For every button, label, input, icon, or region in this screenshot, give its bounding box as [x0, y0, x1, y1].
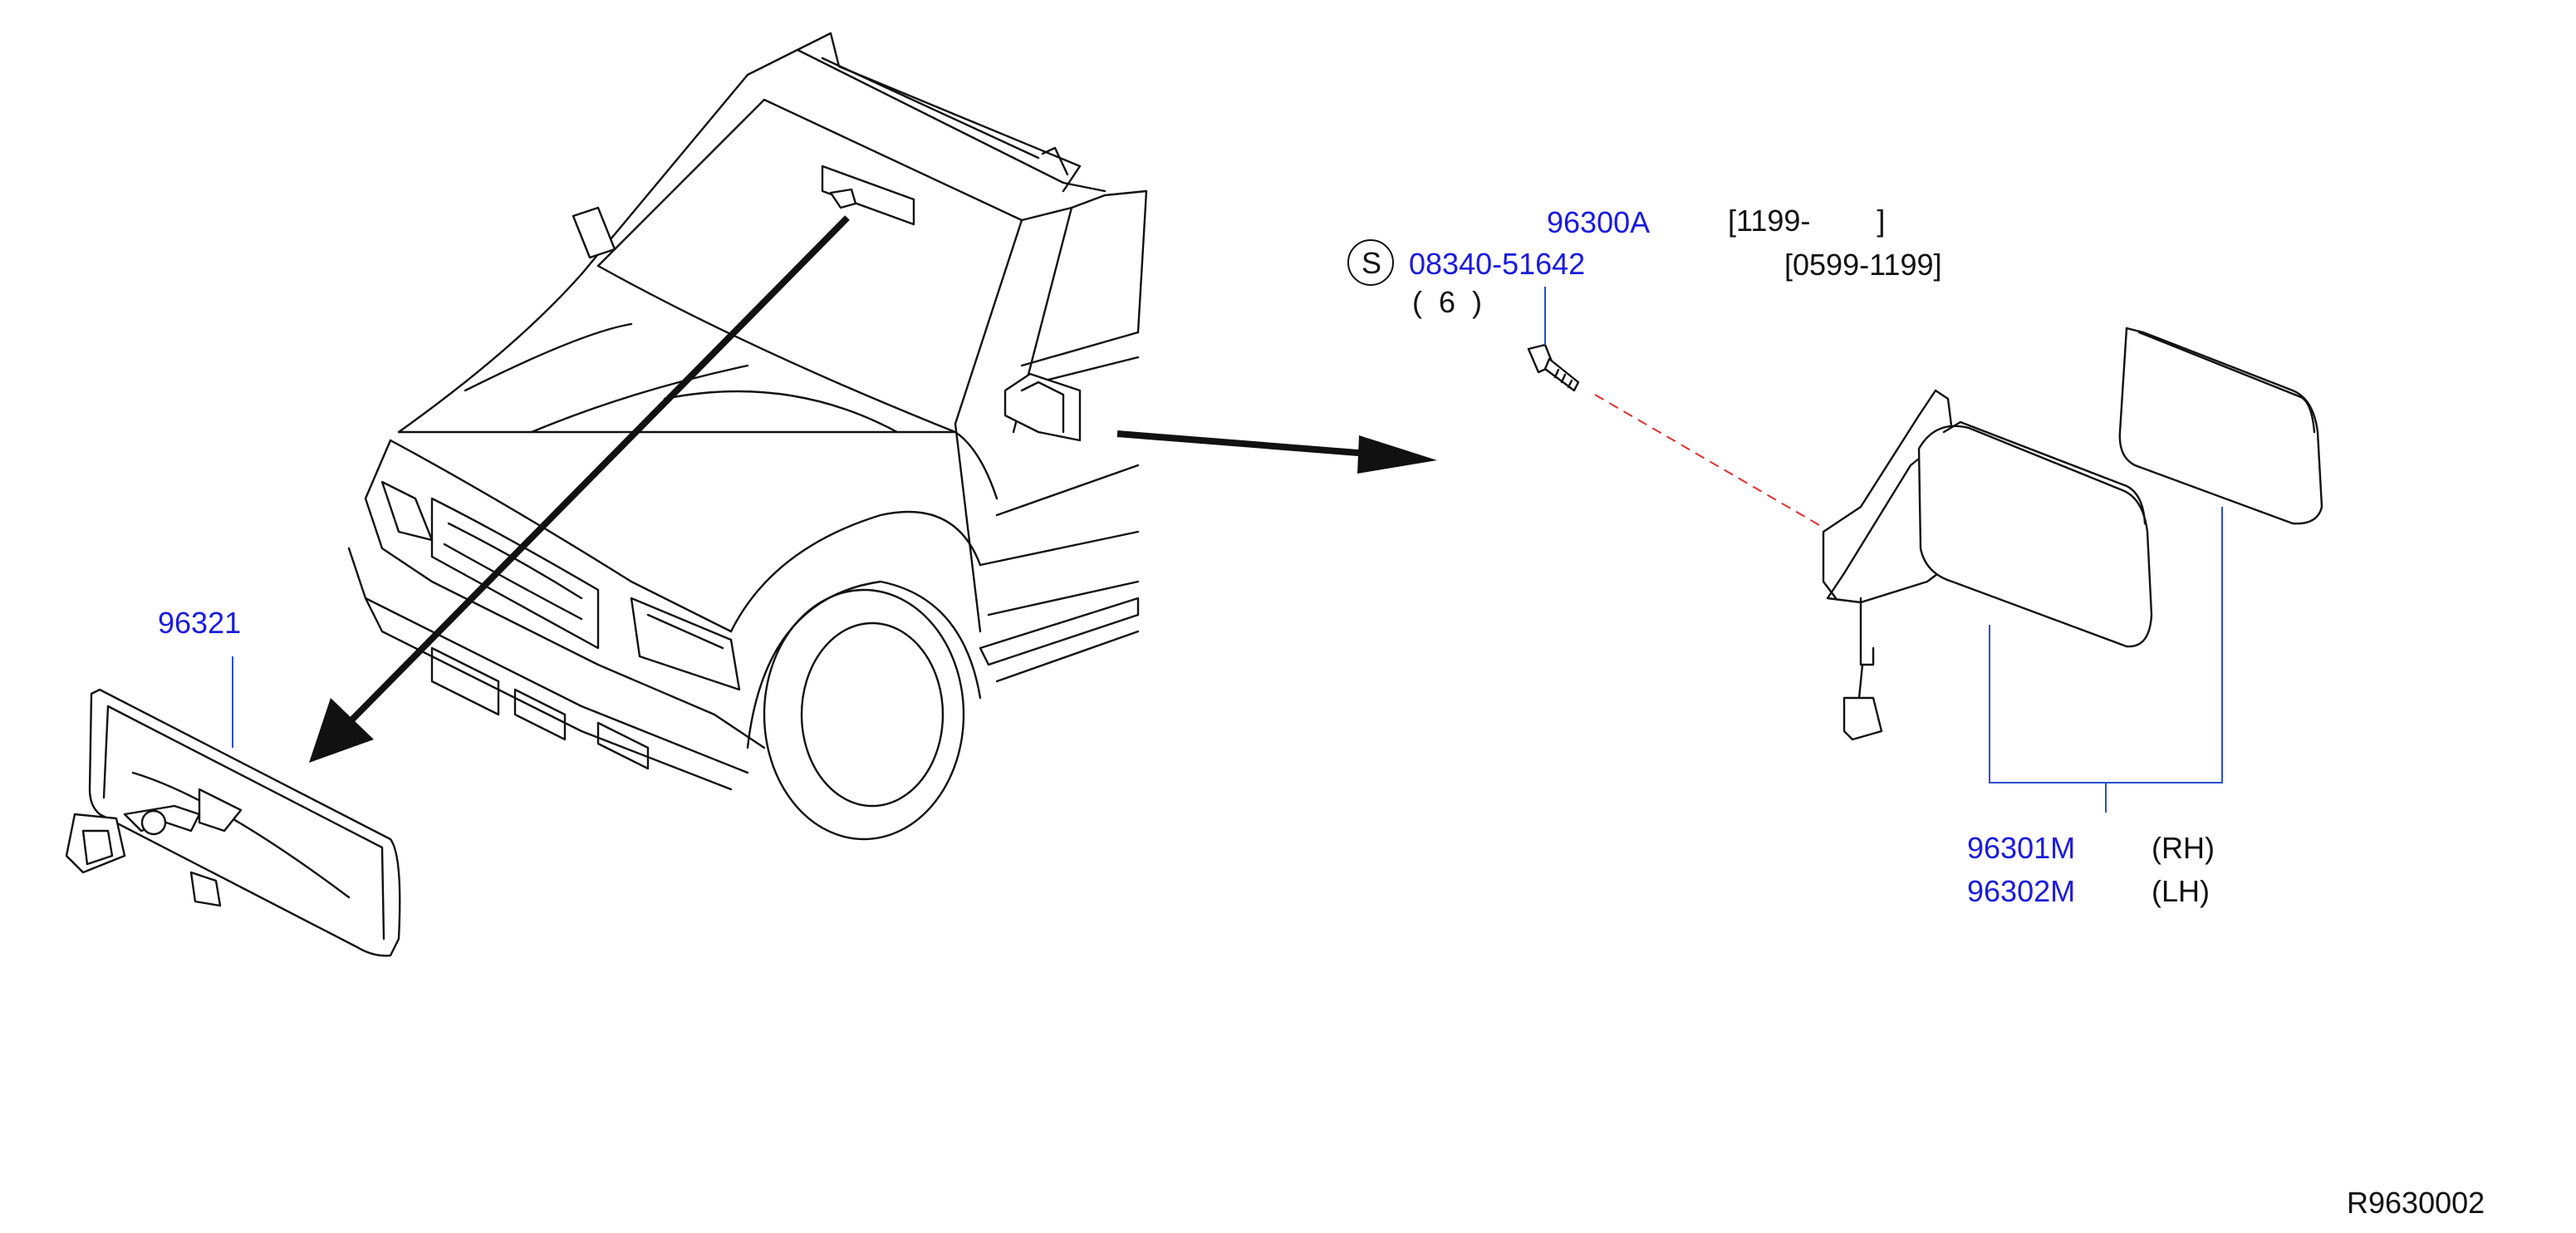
standard-part-symbol-letter: S — [1362, 246, 1381, 280]
side-lh: (LH) — [2152, 874, 2210, 908]
part-number-08340-51642[interactable]: 08340-51642 — [1409, 247, 1585, 281]
diagram-reference: R9630002 — [2347, 1186, 2485, 1220]
screw-guide-dashed — [1594, 394, 1820, 526]
screw-date-range: [0599-1199] — [1784, 248, 1942, 282]
screw-quantity: ( 6 ) — [1412, 285, 1482, 319]
screw-illustration — [1527, 343, 1580, 392]
part-number-96321[interactable]: 96321 — [158, 606, 241, 640]
labels: 96321 96300A [1199- ] S 08340-51642 [059… — [158, 204, 2485, 1220]
part-number-96300a[interactable]: 96300A — [1547, 205, 1650, 239]
arrow-head-door-mirror — [1357, 435, 1437, 474]
leader-lines — [232, 287, 2223, 813]
part-number-96301m[interactable]: 96301M — [1967, 831, 2075, 865]
callout-arrows — [309, 215, 1437, 763]
mirror-glass-date-range: [1199- ] — [1728, 204, 1885, 238]
arrow-head-inside-mirror — [309, 698, 374, 763]
part-number-96302m[interactable]: 96302M — [1967, 874, 2075, 908]
vehicle-illustration — [347, 32, 1148, 841]
side-rh: (RH) — [2152, 831, 2215, 865]
inside-mirror-illustration — [65, 688, 401, 957]
door-mirror-illustration — [1822, 327, 2323, 741]
standard-part-symbol — [1347, 239, 1394, 286]
